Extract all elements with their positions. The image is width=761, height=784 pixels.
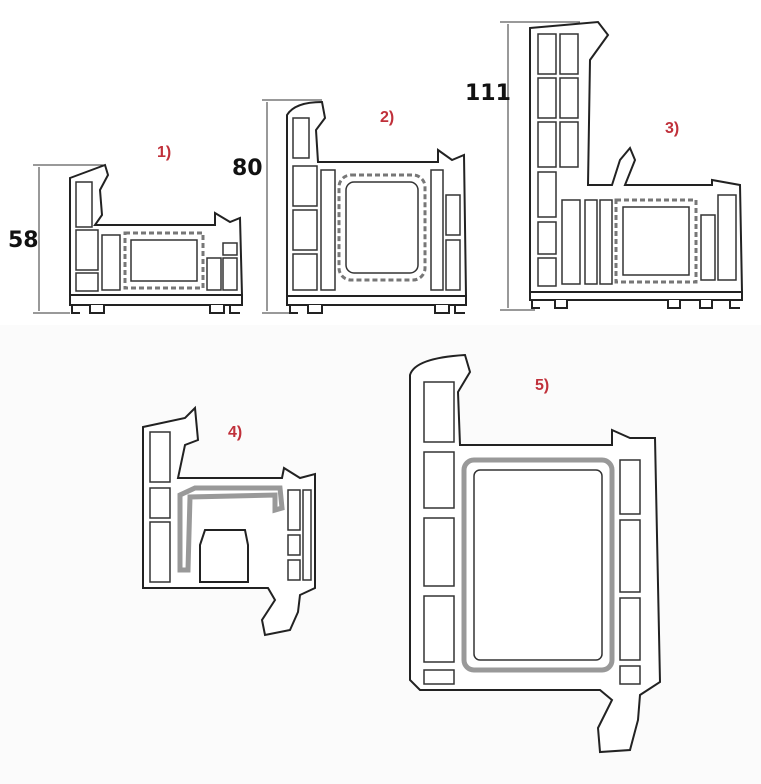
dimension-label-58: 58 (8, 228, 39, 253)
profile-label-3: 3) (665, 120, 679, 137)
profile-3: 111 3) (465, 20, 744, 311)
profile-5: 5) (409, 353, 662, 754)
dimension-label-111: 111 (465, 81, 511, 106)
profile-4: 4) (142, 405, 316, 637)
profile-2: 80 2) (232, 99, 468, 314)
profile-label-2: 2) (380, 109, 394, 126)
profile-1: 58 1) (8, 144, 244, 314)
profile-label-1: 1) (157, 144, 171, 161)
dimension-label-80: 80 (232, 156, 263, 181)
profile-label-5: 5) (535, 377, 549, 394)
profile-label-4: 4) (228, 424, 242, 441)
